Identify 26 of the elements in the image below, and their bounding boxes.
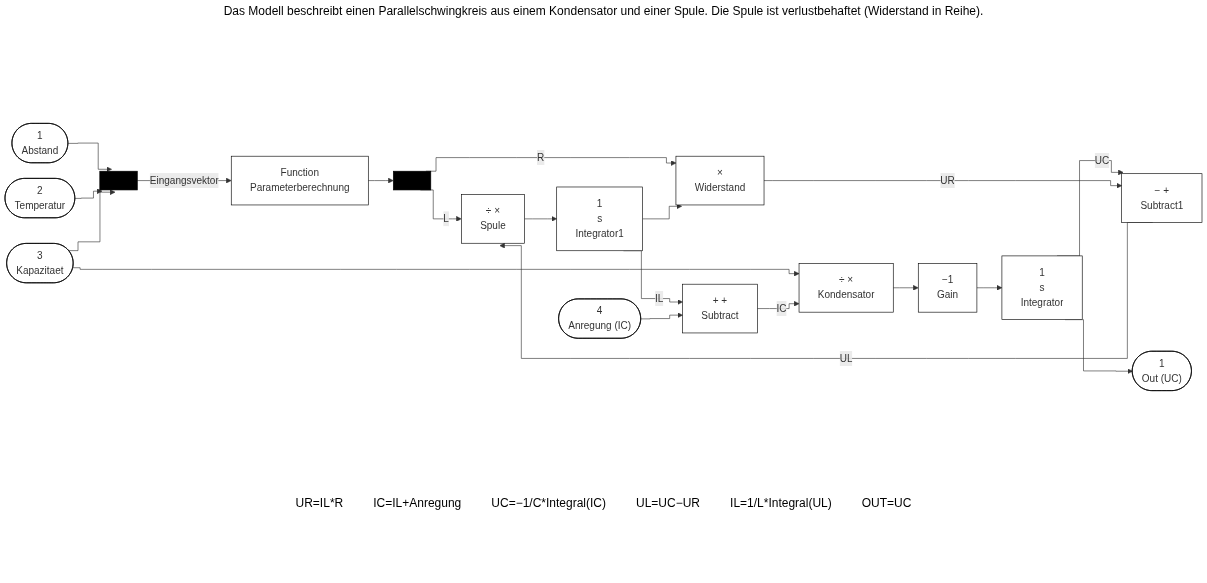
node-bar: [99, 170, 138, 191]
edge-label: IC: [776, 302, 787, 314]
equation-note: UL=UC−UR: [636, 496, 701, 510]
equation-note: OUT=UC: [861, 496, 912, 510]
equation-note: UR=IL*R: [295, 496, 344, 510]
node-box: −1 Gain: [917, 263, 978, 313]
edge-label: UC: [1094, 154, 1110, 166]
node-box: − + Subtract1: [1121, 173, 1203, 223]
edge-label: IL: [655, 292, 664, 304]
node-box: × Widerstand: [675, 155, 765, 206]
node-bar: [393, 170, 432, 191]
equation-note: IL=1/L*Integral(UL): [730, 496, 832, 510]
node-box: 1 s Integrator: [1001, 255, 1083, 320]
description-note: Das Modell beschreibt einen Parallelschwingkreis aus einem Kondensator und einer Spule. Die Spule ist verlustbehaftet (Widerstand in Reihe).: [222, 4, 985, 18]
edge-label: Eingangsvektor: [149, 174, 219, 186]
node-box: ÷ × Spule: [461, 194, 525, 244]
equation-note: IC=IL+Anregung: [373, 496, 462, 510]
edge-label: UR: [940, 174, 955, 186]
node-box: Function Parameterberechnung: [230, 155, 369, 206]
node-box: ÷ × Kondensator: [798, 263, 894, 313]
edge-label: L: [443, 213, 449, 224]
equation-note: UC=−1/C*Integral(IC): [491, 496, 606, 510]
node-box: + + Subtract: [682, 283, 758, 334]
edge-label: UL: [839, 352, 853, 364]
edge-label: R: [536, 151, 545, 163]
node-box: 1 s Integrator1: [556, 186, 643, 252]
